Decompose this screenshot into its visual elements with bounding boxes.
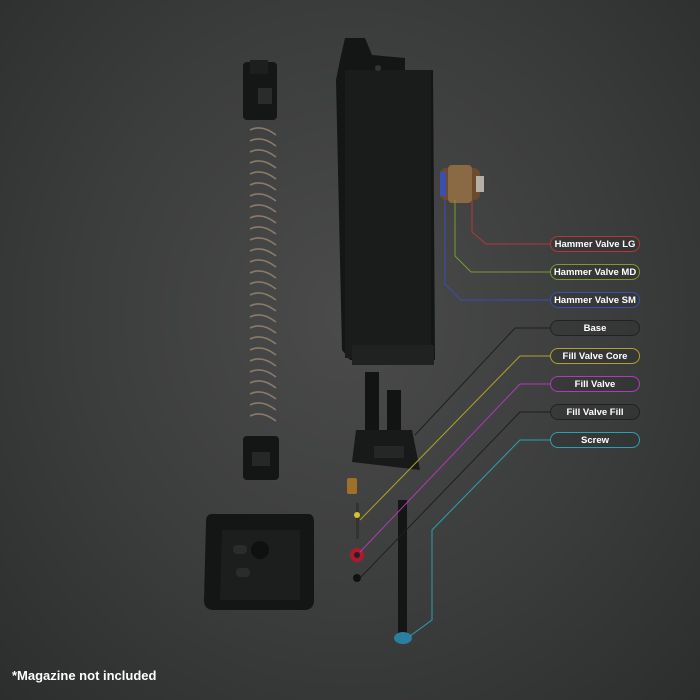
label-fill-valve-fill: Fill Valve Fill — [550, 404, 640, 420]
spring-coil — [249, 237, 277, 246]
baseplate — [204, 514, 314, 610]
spring-coil — [249, 391, 277, 400]
spring-coil — [249, 226, 277, 235]
leader-line-screw — [409, 439, 550, 637]
spring-coil — [249, 182, 277, 191]
leader-line-fill-valve-core — [359, 355, 550, 521]
spring-coil — [249, 215, 277, 224]
leader-line-hammer-valve-sm — [444, 200, 550, 301]
leader-line-hammer-valve-md — [454, 200, 550, 273]
spring-coil — [249, 292, 277, 301]
spring-coil — [249, 204, 277, 213]
spring-coil — [249, 314, 277, 323]
spring-coil — [249, 149, 277, 158]
spring-coil — [249, 303, 277, 312]
follower — [243, 60, 277, 120]
spring-coil — [249, 336, 277, 345]
spring — [249, 127, 277, 422]
leader-line-fill-valve — [359, 383, 550, 553]
spring-coil — [249, 347, 277, 356]
spring-coil — [249, 160, 277, 169]
spring-coil — [249, 402, 277, 411]
label-hammer-valve-sm: Hammer Valve SM — [550, 292, 640, 308]
spring-coil — [249, 281, 277, 290]
spring-coil — [249, 325, 277, 334]
leader-lines — [359, 200, 550, 637]
spring-coil — [249, 248, 277, 257]
magazine-body — [336, 38, 435, 365]
spring-coil — [249, 380, 277, 389]
label-fill-valve: Fill Valve — [550, 376, 640, 392]
leader-line-fill-valve-fill — [359, 411, 550, 579]
spring-coil — [249, 358, 277, 367]
spring-coil — [249, 270, 277, 279]
label-screw: Screw — [550, 432, 640, 448]
label-hammer-valve-md: Hammer Valve MD — [550, 264, 640, 280]
spring-coil — [249, 193, 277, 202]
spring-coil — [249, 127, 277, 136]
label-fill-valve-core: Fill Valve Core — [550, 348, 640, 364]
spring-coil — [249, 369, 277, 378]
spring-coil — [249, 413, 277, 422]
fill-valve-parts — [347, 478, 364, 582]
leader-line-hammer-valve-lg — [471, 200, 550, 245]
label-hammer-valve-lg: Hammer Valve LG — [550, 236, 640, 252]
spring-coil — [249, 171, 277, 180]
hammer-valve — [440, 165, 484, 203]
footnote: *Magazine not included — [12, 668, 157, 683]
spring-coil — [249, 138, 277, 147]
spring-plate — [243, 436, 279, 480]
valve-base — [352, 372, 420, 470]
spring-coil — [249, 259, 277, 268]
screw — [394, 500, 412, 644]
label-base: Base — [550, 320, 640, 336]
leader-line-base — [414, 327, 550, 436]
